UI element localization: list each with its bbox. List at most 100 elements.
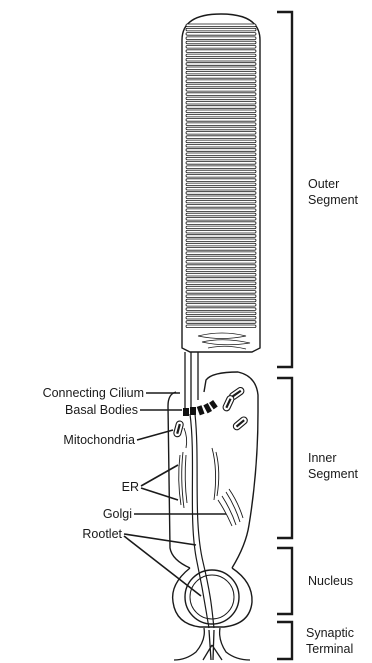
mitochondria-leader — [137, 430, 173, 440]
connecting-cilium-label: Connecting Cilium — [43, 386, 144, 400]
disc — [186, 119, 256, 122]
disc-curl — [198, 333, 246, 339]
disc — [186, 123, 256, 126]
disc — [186, 28, 256, 31]
disc — [186, 321, 256, 324]
disc — [186, 261, 256, 264]
left-labels: Connecting Cilium Basal Bodies Mitochond… — [43, 386, 226, 596]
nucleus-label: Nucleus — [308, 574, 353, 588]
disc — [186, 239, 256, 242]
disc — [186, 226, 256, 229]
disc — [186, 162, 256, 165]
disc — [186, 282, 256, 285]
nucleus-bracket — [277, 548, 292, 614]
disc — [186, 269, 256, 272]
disc — [186, 209, 256, 212]
rootlet-leader-1 — [124, 534, 196, 545]
disc — [186, 153, 256, 156]
disc — [186, 106, 256, 109]
disc — [186, 291, 256, 294]
disc — [186, 144, 256, 147]
disc — [186, 110, 256, 113]
disc — [186, 33, 256, 36]
disc — [186, 252, 256, 255]
disc — [186, 58, 256, 61]
inner-segment-label-line1: Inner — [308, 451, 337, 465]
disc — [186, 299, 256, 302]
endoplasmic-reticulum — [179, 428, 219, 508]
disc-curl — [208, 346, 246, 349]
disc — [186, 316, 256, 319]
disc — [186, 196, 256, 199]
disc — [186, 50, 256, 53]
segment-labels: Outer Segment Inner Segment Nucleus Syna… — [306, 177, 359, 656]
disc — [186, 37, 256, 40]
outer-segment-discs — [186, 24, 256, 349]
disc — [186, 286, 256, 289]
disc — [186, 308, 256, 311]
disc — [186, 24, 256, 27]
er-leader-2 — [141, 488, 178, 500]
connecting-cilium — [185, 352, 198, 408]
disc — [186, 46, 256, 49]
disc — [186, 97, 256, 100]
disc — [186, 76, 256, 79]
disc — [186, 114, 256, 117]
disc-curl — [202, 340, 250, 345]
disc — [186, 312, 256, 315]
disc — [186, 179, 256, 182]
outer-segment-label-line1: Outer — [308, 177, 339, 191]
synaptic-terminal — [174, 628, 250, 660]
disc — [186, 265, 256, 268]
er-leader-1 — [141, 465, 178, 486]
basal-bodies — [183, 400, 218, 416]
disc — [186, 192, 256, 195]
synaptic-terminal-label-line2: Terminal — [306, 642, 353, 656]
disc — [186, 243, 256, 246]
mitochondria-label: Mitochondria — [63, 433, 135, 447]
disc — [186, 256, 256, 259]
disc — [186, 187, 256, 190]
disc — [186, 157, 256, 160]
synaptic-terminal-bracket — [277, 622, 292, 659]
disc — [186, 89, 256, 92]
golgi-label: Golgi — [103, 507, 132, 521]
disc — [186, 41, 256, 44]
disc — [186, 93, 256, 96]
disc — [186, 175, 256, 178]
photoreceptor-cell — [168, 14, 260, 660]
disc — [186, 80, 256, 83]
disc — [186, 166, 256, 169]
disc — [186, 222, 256, 225]
disc — [186, 170, 256, 173]
er-label: ER — [122, 480, 139, 494]
disc — [186, 273, 256, 276]
synaptic-terminal-label-line1: Synaptic — [306, 626, 354, 640]
disc — [186, 132, 256, 135]
inner-segment-bracket — [277, 378, 292, 538]
disc — [186, 84, 256, 87]
inner-segment-label-line2: Segment — [308, 467, 359, 481]
segment-brackets — [277, 12, 292, 659]
disc — [186, 230, 256, 233]
disc — [186, 183, 256, 186]
disc — [186, 304, 256, 307]
disc — [186, 218, 256, 221]
disc — [186, 278, 256, 281]
rootlet — [190, 414, 214, 628]
disc — [186, 140, 256, 143]
disc — [186, 205, 256, 208]
disc — [186, 67, 256, 70]
disc — [186, 248, 256, 251]
outer-segment-label-line2: Segment — [308, 193, 359, 207]
disc — [186, 71, 256, 74]
rootlet-leader-2 — [124, 536, 201, 596]
disc — [186, 63, 256, 66]
disc — [186, 213, 256, 216]
disc — [186, 136, 256, 139]
disc — [186, 127, 256, 130]
disc — [186, 54, 256, 57]
disc — [186, 235, 256, 238]
basal-bodies-label: Basal Bodies — [65, 403, 138, 417]
